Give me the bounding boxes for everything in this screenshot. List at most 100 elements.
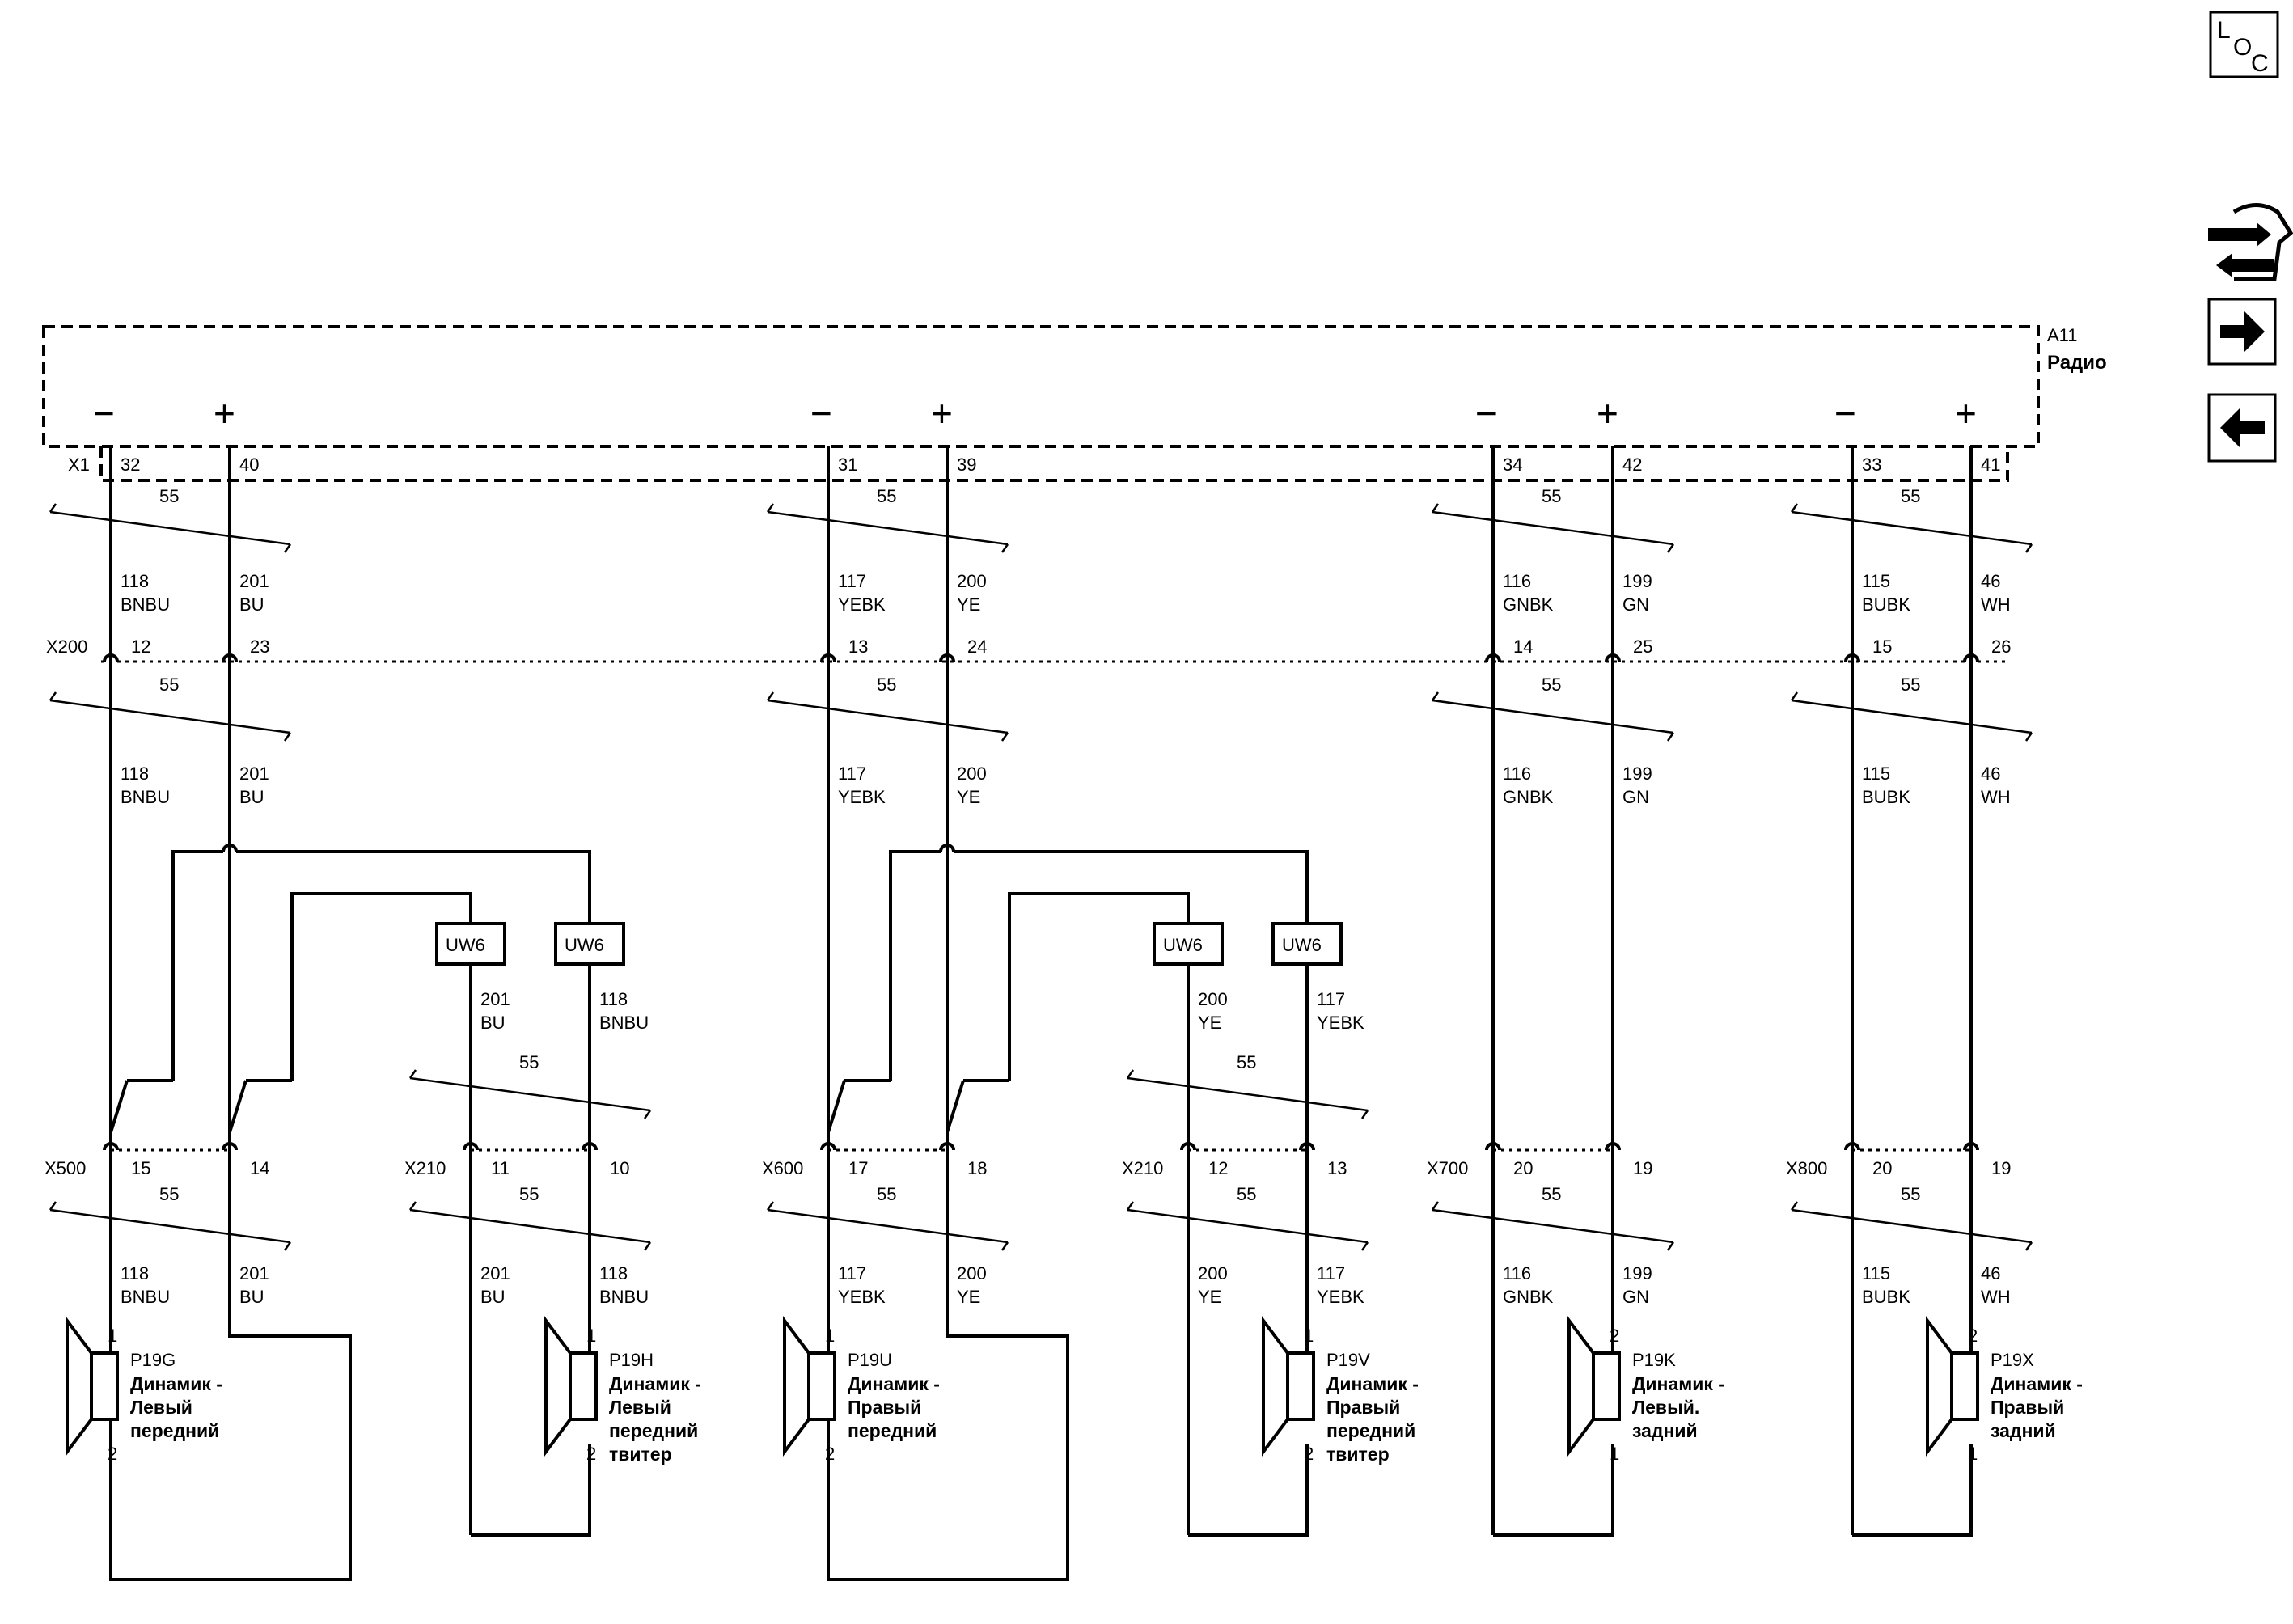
speaker-cone-icon xyxy=(544,1316,572,1457)
contact-slant xyxy=(228,1080,247,1133)
speaker-ref: P19K xyxy=(1632,1350,1676,1370)
loc-icon[interactable]: L O C xyxy=(2209,11,2279,78)
bundle-slash-tick xyxy=(1666,1241,1675,1251)
x200-pin-plus: 24 xyxy=(967,636,987,657)
tweeter-wire-circuit: 200 xyxy=(1198,989,1228,1009)
tweeter-wire-color: BU xyxy=(480,1013,506,1033)
speaker-cone-icon xyxy=(1926,1316,1953,1457)
tweeter-connector-pin-minus: 12 xyxy=(1208,1158,1228,1178)
x1-pin-minus: 32 xyxy=(121,455,140,475)
x200-pin-minus: 12 xyxy=(131,636,150,657)
bundle-slash-tick xyxy=(49,503,57,513)
bundle-label: 55 xyxy=(1237,1052,1256,1072)
bundle-slash-tick xyxy=(1666,543,1675,553)
speaker-ref: P19X xyxy=(1991,1350,2034,1370)
bundle-slash-tick xyxy=(2024,732,2033,742)
speaker-pin-top: 1 xyxy=(586,1326,596,1346)
speaker-name-line: Правый xyxy=(1326,1397,1400,1418)
bundle-slash xyxy=(1432,1208,1674,1244)
bundle-slash-tick xyxy=(1001,1241,1009,1251)
tweeter-connector-pin-minus: 11 xyxy=(491,1158,510,1178)
x1-pin-plus: 42 xyxy=(1622,455,1642,475)
speaker-ref: P19H xyxy=(609,1350,654,1370)
x200-pin-plus: 23 xyxy=(250,636,269,657)
speaker-pin-top: 2 xyxy=(1610,1326,1619,1346)
wire-minus-circuit: 116 xyxy=(1503,571,1531,591)
bundle-label: 55 xyxy=(1542,675,1561,695)
speaker-name-line: Правый xyxy=(848,1397,921,1418)
speaker-ref: P19G xyxy=(130,1350,176,1370)
bundle-label: 55 xyxy=(159,1184,179,1204)
inline-connector-name: X500 xyxy=(44,1158,86,1178)
x1-connector-label: X1 xyxy=(68,455,90,475)
x1-pin-plus: 41 xyxy=(1981,455,2000,475)
arrow-left-icon[interactable] xyxy=(2207,393,2277,463)
bundle-slash-tick xyxy=(643,1241,652,1251)
speaker-pin-top: 1 xyxy=(825,1326,835,1346)
bundle-slash-tick xyxy=(283,732,292,742)
wire-plus-color: YE xyxy=(957,594,980,615)
wire-plus-circuit: 201 xyxy=(239,763,269,784)
inline-connector-name: X800 xyxy=(1786,1158,1827,1178)
wire-plus-circuit: 200 xyxy=(957,571,987,591)
wire-minus-circuit: 117 xyxy=(838,1263,866,1284)
bundle-slash-tick xyxy=(49,691,57,701)
bundle-label: 55 xyxy=(519,1184,539,1204)
bundle-slash xyxy=(767,510,1009,546)
speaker-pin-bottom: 2 xyxy=(825,1444,835,1464)
bundle-slash-tick xyxy=(643,1110,652,1119)
bundle-slash-tick xyxy=(1666,732,1675,742)
wire-minus-color: BNBU xyxy=(121,1287,170,1307)
tweeter-connector-name: X210 xyxy=(1122,1158,1163,1178)
inline-connector-pin-plus: 18 xyxy=(967,1158,987,1178)
bundle-slash xyxy=(1127,1208,1369,1244)
wire-plus-color: WH xyxy=(1981,1287,2011,1307)
speaker-name-line: Динамик - xyxy=(1632,1373,1724,1394)
wire-plus-circuit: 199 xyxy=(1622,1263,1652,1284)
wire-plus-color: BU xyxy=(239,787,264,807)
bundle-slash-tick xyxy=(766,691,775,701)
speaker-cone-icon xyxy=(1262,1316,1289,1457)
x1-pin-minus: 31 xyxy=(838,455,857,475)
speaker-name-line: задний xyxy=(1991,1420,2056,1441)
bundle-slash-tick xyxy=(1126,1201,1135,1211)
wire-plus-circuit: 199 xyxy=(1622,571,1652,591)
terminal-minus-sign: − xyxy=(810,392,832,434)
svg-text:O: O xyxy=(2233,34,2252,61)
inline-connector-pin-minus: 15 xyxy=(131,1158,150,1178)
svg-text:L: L xyxy=(2217,17,2231,44)
tweeter-connector-name: X210 xyxy=(404,1158,446,1178)
wire-minus-circuit: 115 xyxy=(1862,763,1890,784)
speaker-name-line: Динамик - xyxy=(1326,1373,1419,1394)
tweeter-wire-color: YE xyxy=(1198,1013,1221,1033)
wire-plus-color: WH xyxy=(1981,594,2011,615)
x200-pin-minus: 14 xyxy=(1513,636,1533,657)
wire-minus-circuit: 115 xyxy=(1862,571,1890,591)
speaker-cone-icon xyxy=(1567,1316,1595,1457)
bundle-label: 55 xyxy=(877,1184,896,1204)
branch-wire xyxy=(236,850,591,924)
wire-plus-color: WH xyxy=(1981,787,2011,807)
arrow-right-icon[interactable] xyxy=(2207,298,2277,366)
bundle-slash-tick xyxy=(766,503,775,513)
contact-slant xyxy=(109,1080,129,1133)
connector-hand-icon[interactable] xyxy=(2208,203,2293,281)
tweeter-wire-color: BNBU xyxy=(599,1287,649,1307)
branch-wire xyxy=(954,850,1309,924)
speaker-cone-icon xyxy=(783,1316,810,1457)
svg-text:C: C xyxy=(2251,50,2269,77)
terminal-minus-sign: − xyxy=(93,392,115,434)
speaker-pin-bottom: 2 xyxy=(1304,1444,1314,1464)
wire-plus-circuit: 46 xyxy=(1981,571,2000,591)
speaker-name-line: Динамик - xyxy=(1991,1373,2083,1394)
wire-minus-circuit: 115 xyxy=(1862,1263,1890,1284)
bundle-slash-tick xyxy=(1360,1110,1369,1119)
wire-minus-circuit: 117 xyxy=(838,571,866,591)
